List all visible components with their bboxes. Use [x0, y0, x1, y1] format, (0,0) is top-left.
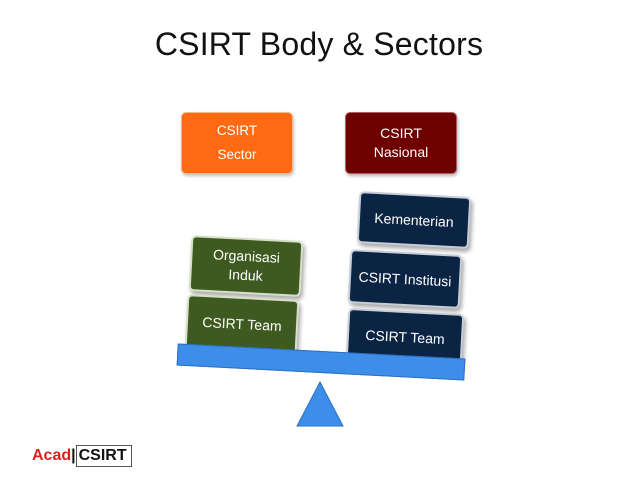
csirt-institusi-box: CSIRT Institusi — [347, 249, 463, 309]
logo-acad-text: Acad — [32, 447, 72, 464]
organisasi-induk-box: Organisasi Induk — [188, 235, 304, 297]
kementerian-box: Kementerian — [356, 191, 472, 249]
csirt-nasional-box: CSIRT Nasional — [345, 112, 457, 174]
slide-title: CSIRT Body & Sectors — [154, 26, 484, 62]
left-csirt-team-label: CSIRT Team — [201, 313, 283, 334]
right-csirt-team-label: CSIRT Team — [364, 326, 446, 347]
csirt-sector-box: CSIRT Sector — [181, 112, 293, 174]
csirt-nasional-line2: Nasional — [373, 144, 429, 160]
csirt-institusi-label: CSIRT Institusi — [358, 268, 452, 289]
fulcrum-triangle — [296, 381, 344, 427]
logo-csirt-text: CSIRT — [75, 445, 132, 467]
kementerian-label: Kementerian — [373, 209, 455, 230]
logo-separator: | — [71, 447, 76, 464]
csirt-sector-line2: Sector — [217, 147, 257, 162]
acadcsirt-logo: Acad | CSIRT — [32, 445, 132, 467]
organisasi-induk-line1: Organisasi — [212, 246, 281, 266]
csirt-nasional-line1: CSIRT — [380, 125, 422, 142]
csirt-sector-line1: CSIRT — [216, 123, 258, 139]
organisasi-induk-line2: Induk — [228, 266, 264, 284]
